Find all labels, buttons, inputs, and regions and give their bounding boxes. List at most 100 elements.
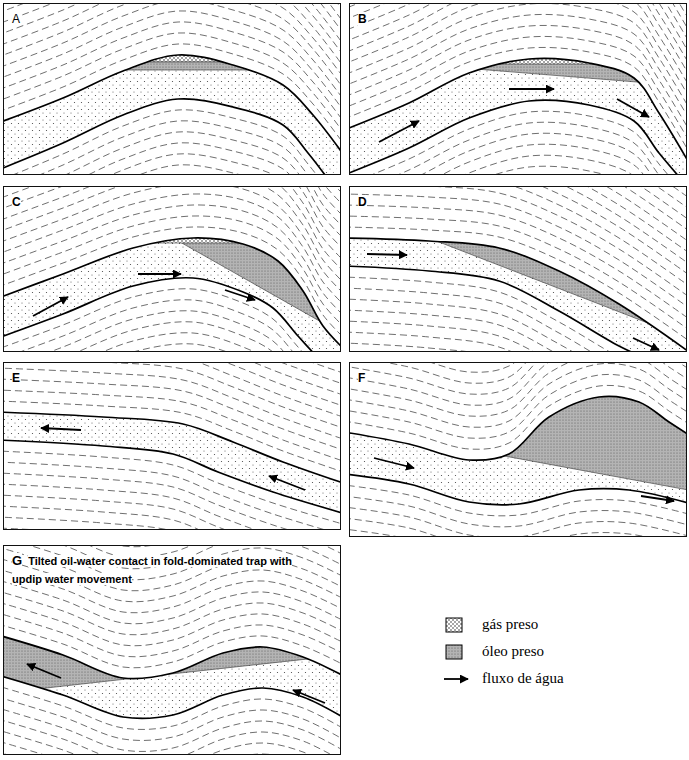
trap-panel: A bbox=[3, 3, 341, 175]
water-flow-arrow bbox=[617, 99, 649, 117]
layer-base bbox=[350, 100, 681, 174]
shale-dash bbox=[350, 4, 686, 36]
layer-top bbox=[4, 238, 340, 351]
shale-layers bbox=[4, 363, 340, 529]
panel-letter: A bbox=[12, 12, 20, 26]
shale-dash bbox=[4, 4, 340, 37]
cross-section bbox=[0, 29, 353, 589]
layer-base bbox=[350, 266, 654, 351]
shale-dash bbox=[350, 4, 686, 14]
shale-dash bbox=[350, 4, 686, 69]
legend-text: óleo preso bbox=[482, 643, 544, 660]
shale-dash bbox=[4, 187, 340, 230]
trap-panel: F bbox=[349, 362, 687, 537]
shale-dash bbox=[4, 187, 340, 219]
legend-text: gás preso bbox=[482, 616, 538, 633]
water-flow-arrow bbox=[33, 297, 68, 316]
panel-heading: B bbox=[350, 4, 686, 32]
trapped-gas bbox=[350, 4, 686, 64]
panel-heading: F bbox=[350, 363, 686, 391]
shale-dash bbox=[350, 4, 686, 47]
water-flow-arrow bbox=[641, 496, 674, 501]
layer-base bbox=[4, 440, 340, 514]
shale-dash bbox=[4, 528, 340, 529]
layer-top bbox=[4, 55, 340, 158]
shale-dash bbox=[4, 187, 340, 208]
layer-top bbox=[4, 635, 340, 679]
water-flow-arrow bbox=[509, 88, 554, 90]
shale-dash bbox=[4, 187, 340, 197]
layer-top bbox=[350, 396, 686, 460]
layer-base bbox=[350, 474, 686, 505]
layer-top bbox=[4, 412, 340, 484]
legend: gás preso óleo preso fluxo de água bbox=[442, 611, 564, 692]
cross-section bbox=[0, 0, 353, 410]
shale-dash bbox=[350, 187, 686, 189]
shale-dash bbox=[350, 363, 686, 383]
layer-base bbox=[4, 278, 318, 351]
shale-dash bbox=[350, 187, 686, 233]
panel-letter: E bbox=[12, 371, 20, 385]
cross-section bbox=[339, 187, 689, 735]
shale-dash bbox=[4, 719, 340, 754]
layer-base bbox=[4, 675, 340, 719]
water-flow-arrow bbox=[293, 690, 325, 703]
shale-dash bbox=[4, 165, 328, 174]
sandstone-texture bbox=[4, 55, 340, 174]
panel-heading: GTilted oil-water contact in fold-domina… bbox=[4, 546, 300, 592]
shale-dash bbox=[4, 154, 328, 174]
water-flow-arrow bbox=[379, 121, 419, 142]
shale-dash bbox=[350, 518, 686, 536]
water-flow-arrow bbox=[138, 273, 181, 275]
trapped-oil bbox=[4, 546, 340, 694]
shale-layers bbox=[4, 546, 340, 754]
shale-dash bbox=[350, 363, 686, 394]
shale-dash bbox=[350, 363, 686, 372]
water-flow-arrow bbox=[633, 338, 659, 350]
panel-caption: Tilted oil-water contact in fold-dominat… bbox=[12, 555, 292, 585]
shale-dash bbox=[4, 546, 340, 547]
shale-dash bbox=[350, 187, 686, 222]
legend-swatch bbox=[442, 617, 470, 633]
layer-base bbox=[4, 99, 328, 174]
panel-letter: C bbox=[12, 195, 21, 209]
shale-dash bbox=[4, 4, 340, 26]
water-flow-arrow bbox=[269, 476, 305, 490]
trap-panel: D bbox=[349, 186, 687, 352]
legend-row: gás preso bbox=[442, 611, 564, 638]
shale-layers bbox=[4, 4, 340, 174]
shale-dash bbox=[4, 333, 318, 351]
water-flow-arrow bbox=[374, 458, 414, 468]
panel-letter: F bbox=[358, 371, 365, 385]
shale-dash bbox=[350, 4, 686, 25]
shale-dash bbox=[350, 187, 686, 244]
sandstone-layer bbox=[350, 58, 686, 174]
panel-heading: E bbox=[4, 363, 340, 391]
shale-dash bbox=[350, 4, 686, 58]
shale-dash bbox=[4, 4, 340, 59]
shale-dash bbox=[350, 363, 686, 405]
shale-dash bbox=[4, 363, 340, 385]
panel-letter: D bbox=[358, 195, 367, 209]
layer-top bbox=[350, 238, 686, 351]
cross-section bbox=[339, 0, 689, 410]
shale-dash bbox=[350, 507, 686, 536]
legend-text: fluxo de água bbox=[482, 670, 564, 687]
shale-dash bbox=[4, 730, 340, 754]
sandstone-layer bbox=[4, 55, 340, 174]
sandstone-layer bbox=[4, 412, 340, 514]
shale-dash bbox=[350, 187, 686, 211]
panel-heading: D bbox=[350, 187, 686, 215]
trapped-oil bbox=[350, 187, 686, 343]
shale-dash bbox=[4, 506, 340, 529]
trapped-gas bbox=[4, 187, 340, 243]
shale-dash bbox=[4, 517, 340, 529]
shale-dash bbox=[350, 187, 686, 200]
trap-panel: B bbox=[349, 3, 687, 175]
trapped-oil bbox=[4, 62, 340, 70]
shale-dash bbox=[4, 322, 318, 351]
shale-dash bbox=[350, 529, 686, 536]
water-flow-arrow bbox=[225, 290, 255, 300]
shale-dash bbox=[4, 741, 340, 754]
